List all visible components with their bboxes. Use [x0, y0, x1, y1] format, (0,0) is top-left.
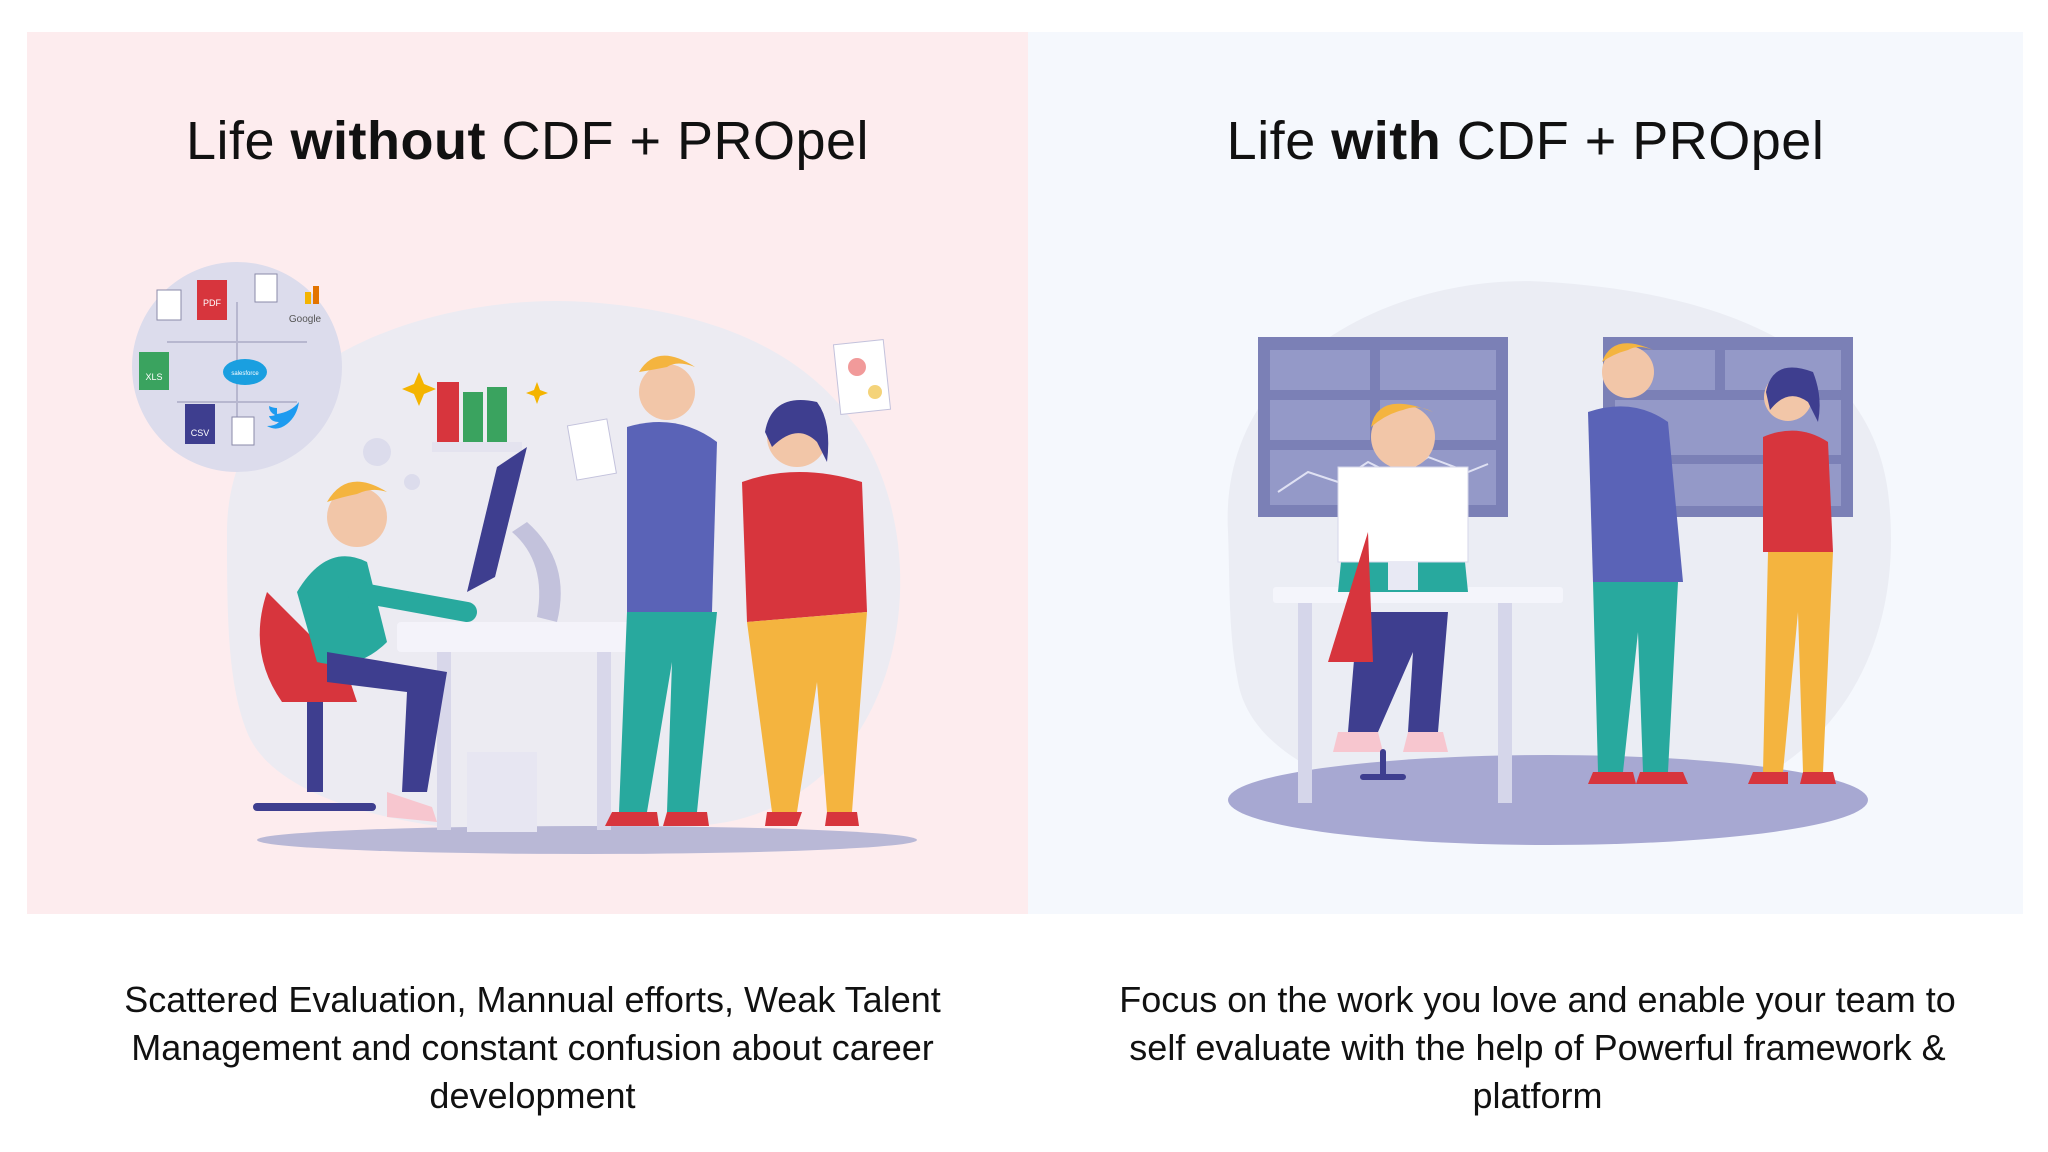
title-suffix: CDF + PROpel [485, 111, 870, 171]
panel-title-without: Life without CDF + PROpel [27, 110, 1028, 172]
xls-label: XLS [145, 372, 162, 382]
csv-label: CSV [191, 428, 210, 438]
title-emphasis: with [1331, 111, 1442, 171]
title-prefix: Life [185, 111, 291, 171]
google-label: Google [289, 314, 322, 325]
panel-title-with: Life with CDF + PROpel [1028, 110, 2023, 172]
scattered-tools-bubble: PDF Google XLS salesforce CSV [132, 262, 420, 490]
panel-without: Life without CDF + PROpel PDF Google XL [27, 32, 1028, 914]
pdf-label: PDF [203, 298, 222, 308]
illustration-scattered-office: PDF Google XLS salesforce CSV [132, 262, 917, 854]
twitter-icon [267, 402, 299, 429]
title-suffix: CDF + PROpel [1441, 111, 1825, 171]
title-emphasis: without [290, 111, 486, 171]
pdf-icon: PDF [197, 280, 227, 320]
panel-with: Life with CDF + PROpel [1028, 32, 2023, 914]
salesforce-label: salesforce [231, 371, 259, 377]
csv-icon: CSV [185, 404, 215, 444]
illustration-organized-office [1227, 281, 1891, 845]
title-prefix: Life [1226, 111, 1332, 171]
xls-icon: XLS [139, 352, 169, 390]
binders-shelf [432, 382, 522, 452]
salesforce-icon: salesforce [223, 359, 267, 385]
caption-without: Scattered Evaluation, Mannual efforts, W… [124, 979, 941, 1116]
caption-with: Focus on the work you love and enable yo… [1119, 979, 1956, 1116]
